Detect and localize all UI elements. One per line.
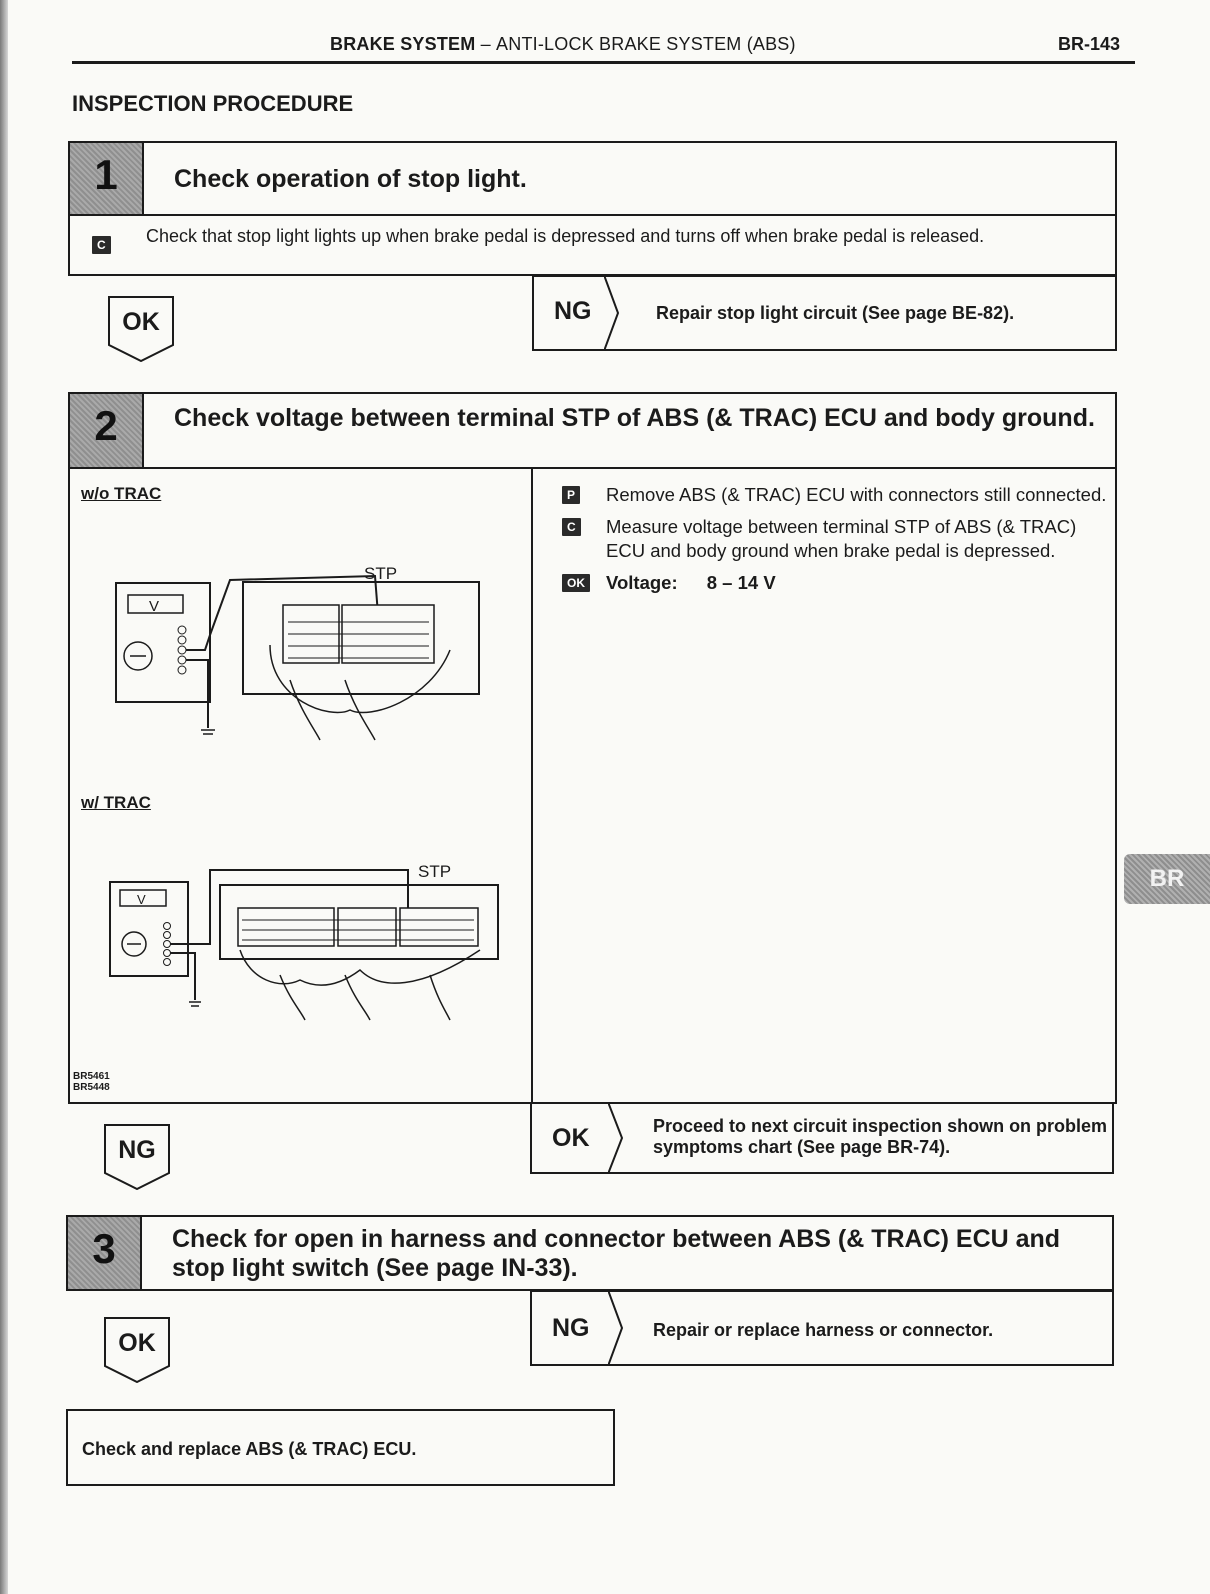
step1-instruction: Check that stop light lights up when bra… (146, 226, 985, 246)
step1-ok-marker: OK (108, 296, 174, 362)
step1-ng-box: NG Repair stop light circuit (See page B… (532, 275, 1117, 351)
step2-instruction-text: Measure voltage between terminal STP of … (606, 516, 1077, 561)
figure-code-2: BR5448 (73, 1082, 110, 1093)
step1-number: 1 (70, 143, 144, 214)
step3-number: 3 (68, 1217, 142, 1289)
final-action-text: Check and replace ABS (& TRAC) ECU. (82, 1439, 417, 1459)
step3-ng-label: NG (552, 1314, 590, 1342)
step1-ng-action: Repair stop light circuit (See page BE-8… (656, 303, 1015, 323)
step2-instructions: P Remove ABS (& TRAC) ECU with connector… (562, 483, 1107, 603)
step2-ok-action: Proceed to next circuit inspection shown… (653, 1116, 1108, 1157)
section-title: INSPECTION PROCEDURE (72, 91, 354, 116)
step2-number: 2 (70, 394, 144, 467)
check-tag: C (92, 236, 111, 254)
step3-header: 3 Check for open in harness and connecto… (66, 1215, 1114, 1291)
step3-ng-box: NG Repair or replace harness or connecto… (530, 1290, 1114, 1366)
wo-trac-heading: w/o TRAC (81, 484, 162, 503)
page-edge-shadow (0, 0, 8, 1594)
step1-ng-label: NG (554, 297, 592, 325)
step2-ng-marker: NG (104, 1124, 170, 1190)
final-action-box: Check and replace ABS (& TRAC) ECU. (66, 1409, 615, 1486)
meter-label-2: V (137, 892, 146, 907)
header-rule (72, 61, 1135, 64)
step2-title: Check voltage between terminal STP of AB… (174, 404, 1095, 432)
step1-instruction-box: C Check that stop light lights up when b… (68, 214, 1117, 276)
step2-divider (531, 469, 533, 1102)
check-tag: C (562, 518, 581, 536)
meter-label-1: V (149, 598, 159, 615)
section-side-tab: BR (1124, 854, 1210, 904)
page-header-title: BRAKE SYSTEM – ANTI-LOCK BRAKE SYSTEM (A… (330, 34, 796, 54)
step2-ng-label: NG (118, 1136, 156, 1164)
step2-body (68, 467, 1117, 1104)
stp-label-2: STP (418, 862, 451, 881)
ok-tag: OK (562, 574, 590, 592)
step3-ok-label: OK (118, 1329, 156, 1357)
step2-instruction-row: P Remove ABS (& TRAC) ECU with connector… (562, 483, 1107, 507)
step1-ok-label: OK (122, 308, 160, 336)
step1-header: 1 Check operation of stop light. (68, 141, 1117, 216)
step2-instruction-text: Remove ABS (& TRAC) ECU with connectors … (606, 484, 1107, 505)
step2-ok-box: OK Proceed to next circuit inspection sh… (530, 1102, 1114, 1174)
stp-label-1: STP (364, 564, 397, 583)
spec-label: Voltage: (606, 572, 678, 593)
step2-header: 2 Check voltage between terminal STP of … (68, 392, 1117, 469)
step2-instruction-row: C Measure voltage between terminal STP o… (562, 515, 1107, 563)
wo-trac-diagram: STP V (115, 564, 480, 741)
figure-code-1: BR5461 (73, 1071, 110, 1082)
step3-ok-marker: OK (104, 1317, 170, 1383)
spec-value: 8 – 14 V (706, 572, 776, 593)
w-trac-diagram: STP V (109, 862, 499, 1021)
step1-title: Check operation of stop light. (174, 165, 527, 193)
w-trac-heading: w/ TRAC (81, 793, 151, 812)
page-number: BR-143 (1058, 34, 1121, 54)
step3-ng-action: Repair or replace harness or connector. (653, 1320, 994, 1340)
step3-title: Check for open in harness and connector … (172, 1225, 1061, 1282)
step2-ok-label: OK (552, 1124, 590, 1152)
step2-spec-row: OK Voltage: 8 – 14 V (562, 571, 1107, 595)
procedure-tag: P (562, 486, 581, 504)
